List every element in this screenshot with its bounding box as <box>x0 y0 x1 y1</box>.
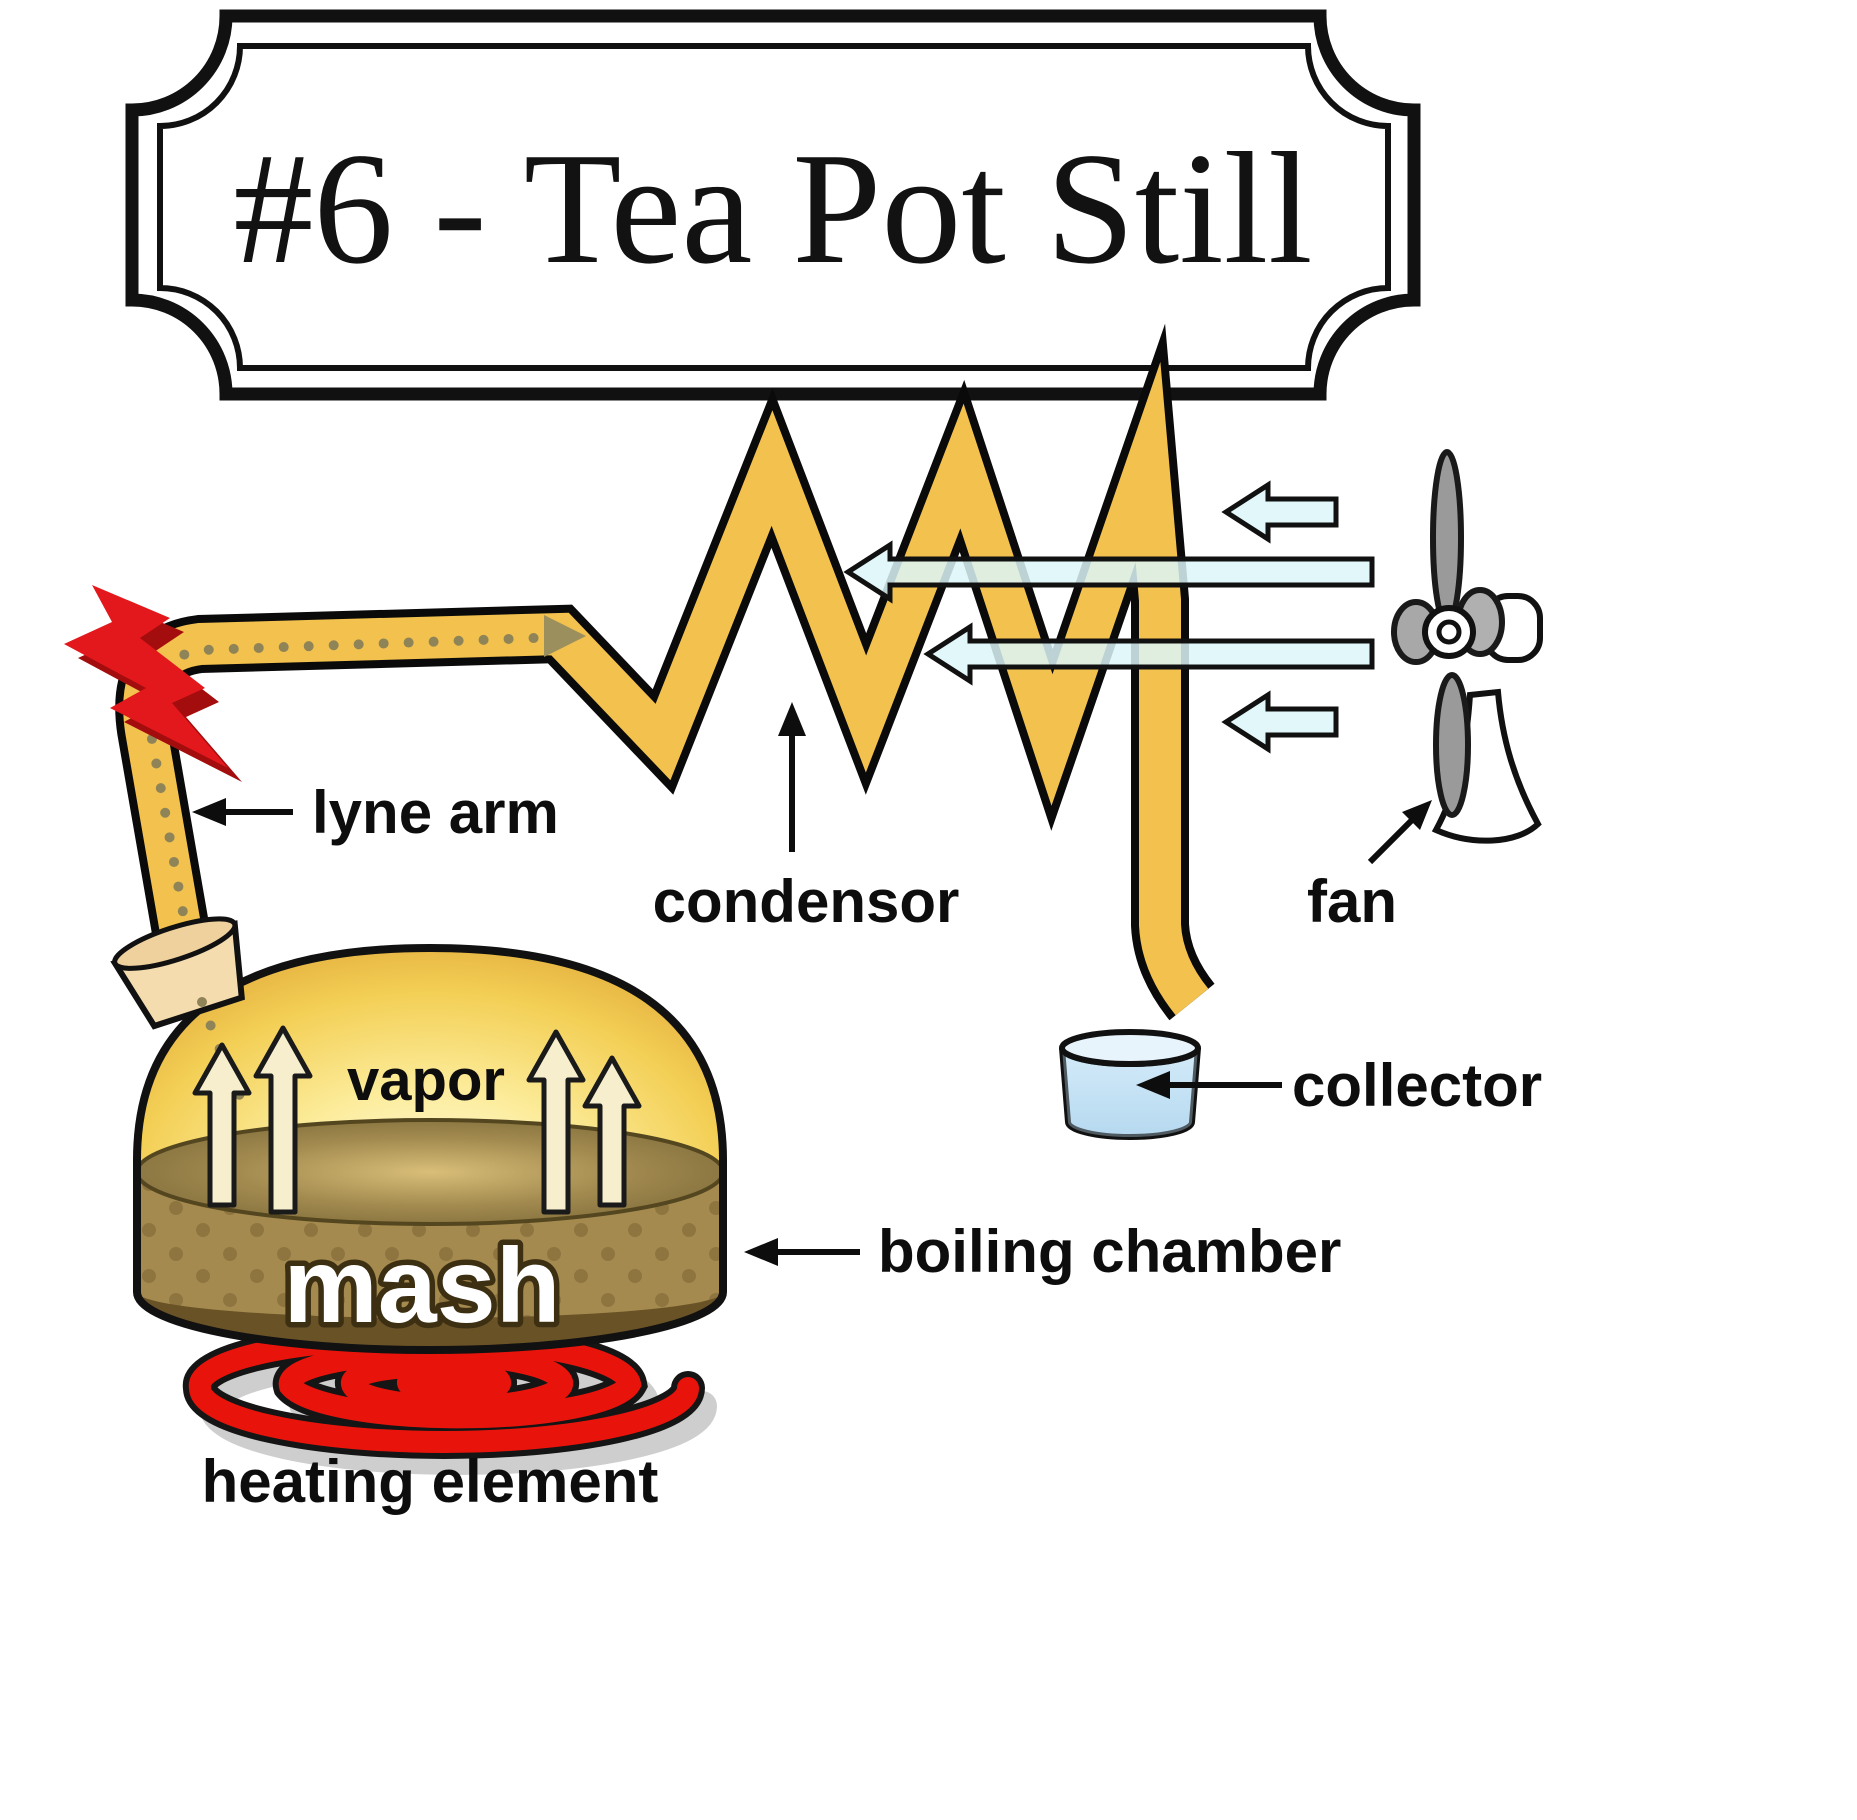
fan-label: fan <box>1307 868 1397 935</box>
lightning-bolt-shape <box>64 585 228 768</box>
cooling-air-arrows <box>843 480 1375 754</box>
air-arrow-bottom <box>1221 690 1339 754</box>
fan-blade-top <box>1430 449 1464 627</box>
boiling-chamber: vapor mash <box>110 916 727 1354</box>
mash-dots-texture <box>137 1172 723 1350</box>
fan-hub-cap <box>1436 619 1462 645</box>
collector <box>1059 1029 1201 1140</box>
spout-collar <box>110 916 245 1030</box>
vapor-arrow-3 <box>526 1029 586 1215</box>
boiling-chamber-pointer-head <box>744 1238 778 1266</box>
callouts: lyne arm condensor fan collector boiling… <box>192 702 1542 1515</box>
collector-pointer-head <box>1136 1071 1170 1099</box>
mash-label: mash <box>284 1227 561 1345</box>
pot-bottom-rim <box>137 1292 723 1350</box>
diagram-title: #6 - Tea Pot Still <box>233 119 1312 297</box>
fan <box>1391 449 1543 844</box>
spout-collar-opening <box>112 916 238 971</box>
air-arrow-long-upper <box>843 540 1375 604</box>
title-plaque-inner-border <box>157 43 1391 371</box>
fan-pointer-head <box>1402 800 1432 830</box>
air-arrow-long-lower <box>923 622 1375 686</box>
collector-body-tint <box>1062 1048 1198 1137</box>
vapor-arrow-4 <box>582 1055 642 1208</box>
boiling-chamber-label: boiling chamber <box>878 1218 1341 1285</box>
fan-blade-bottom <box>1433 672 1471 818</box>
vapor-arrows <box>192 1025 642 1215</box>
title-plaque: #6 - Tea Pot Still <box>125 9 1421 401</box>
vapor-arrow-1 <box>192 1042 252 1208</box>
air-arrow-top <box>1221 480 1339 544</box>
condensor-pointer-head <box>778 702 806 736</box>
heating-element-label: heating element <box>202 1448 659 1515</box>
pot-outline <box>133 943 727 1354</box>
fan-pointer-line <box>1367 817 1415 865</box>
lyne-arm-pointer-head <box>192 798 226 826</box>
collector-opening <box>1059 1029 1201 1067</box>
vapor-flow-arrowhead <box>544 615 586 657</box>
condensor-label: condensor <box>653 868 960 935</box>
title-plaque-outer-border <box>125 9 1421 401</box>
collector-label: collector <box>1292 1052 1542 1119</box>
lyne-arm-label: lyne arm <box>312 779 559 846</box>
heating-element <box>182 1321 717 1475</box>
vapor-arrow-2 <box>253 1025 313 1215</box>
heating-coil <box>188 1327 699 1453</box>
lightning-bolt <box>64 585 242 782</box>
vapor-label: vapor <box>347 1048 505 1113</box>
